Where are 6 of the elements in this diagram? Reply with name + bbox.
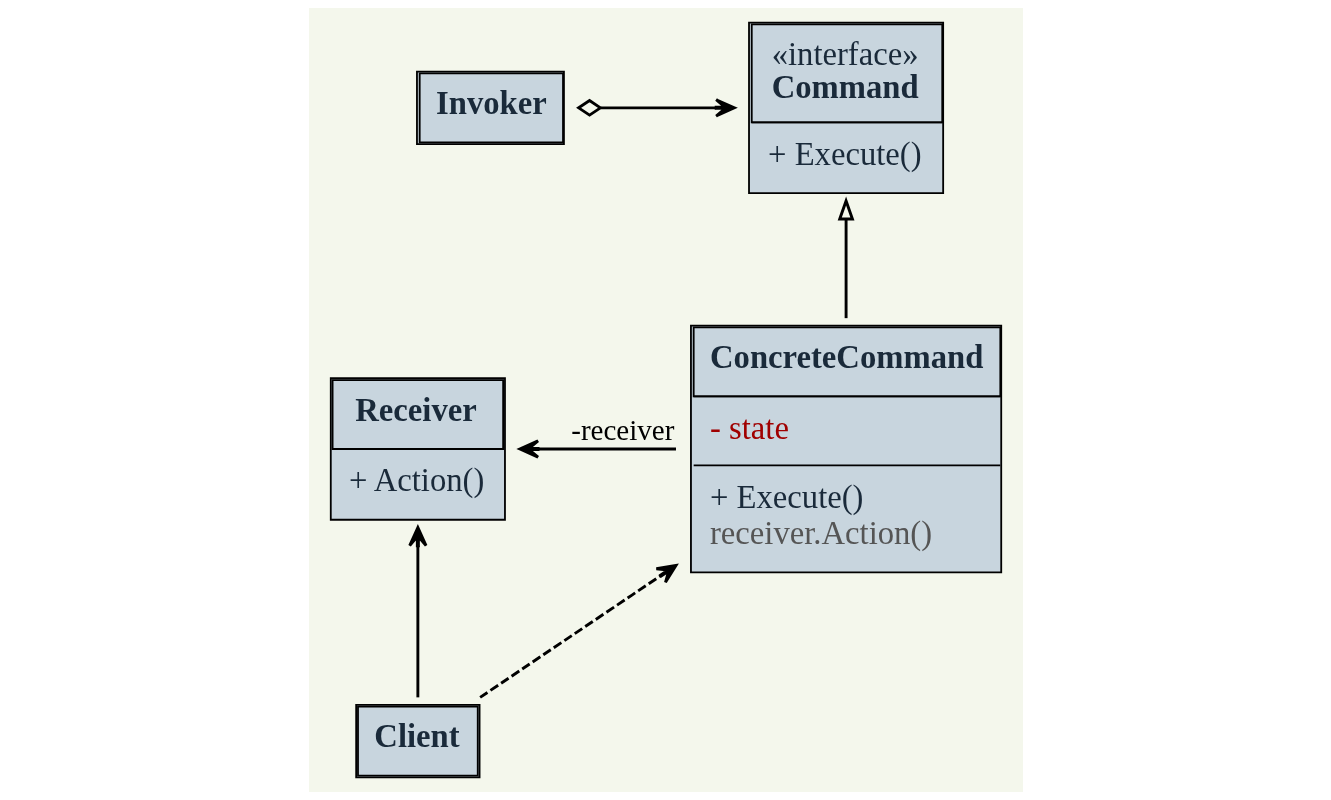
arrow (837, 196, 854, 319)
arrow (407, 526, 427, 698)
arrow (478, 563, 677, 699)
edge-label: -receiver (570, 413, 674, 446)
arrow (517, 439, 676, 459)
arrow (575, 98, 736, 118)
